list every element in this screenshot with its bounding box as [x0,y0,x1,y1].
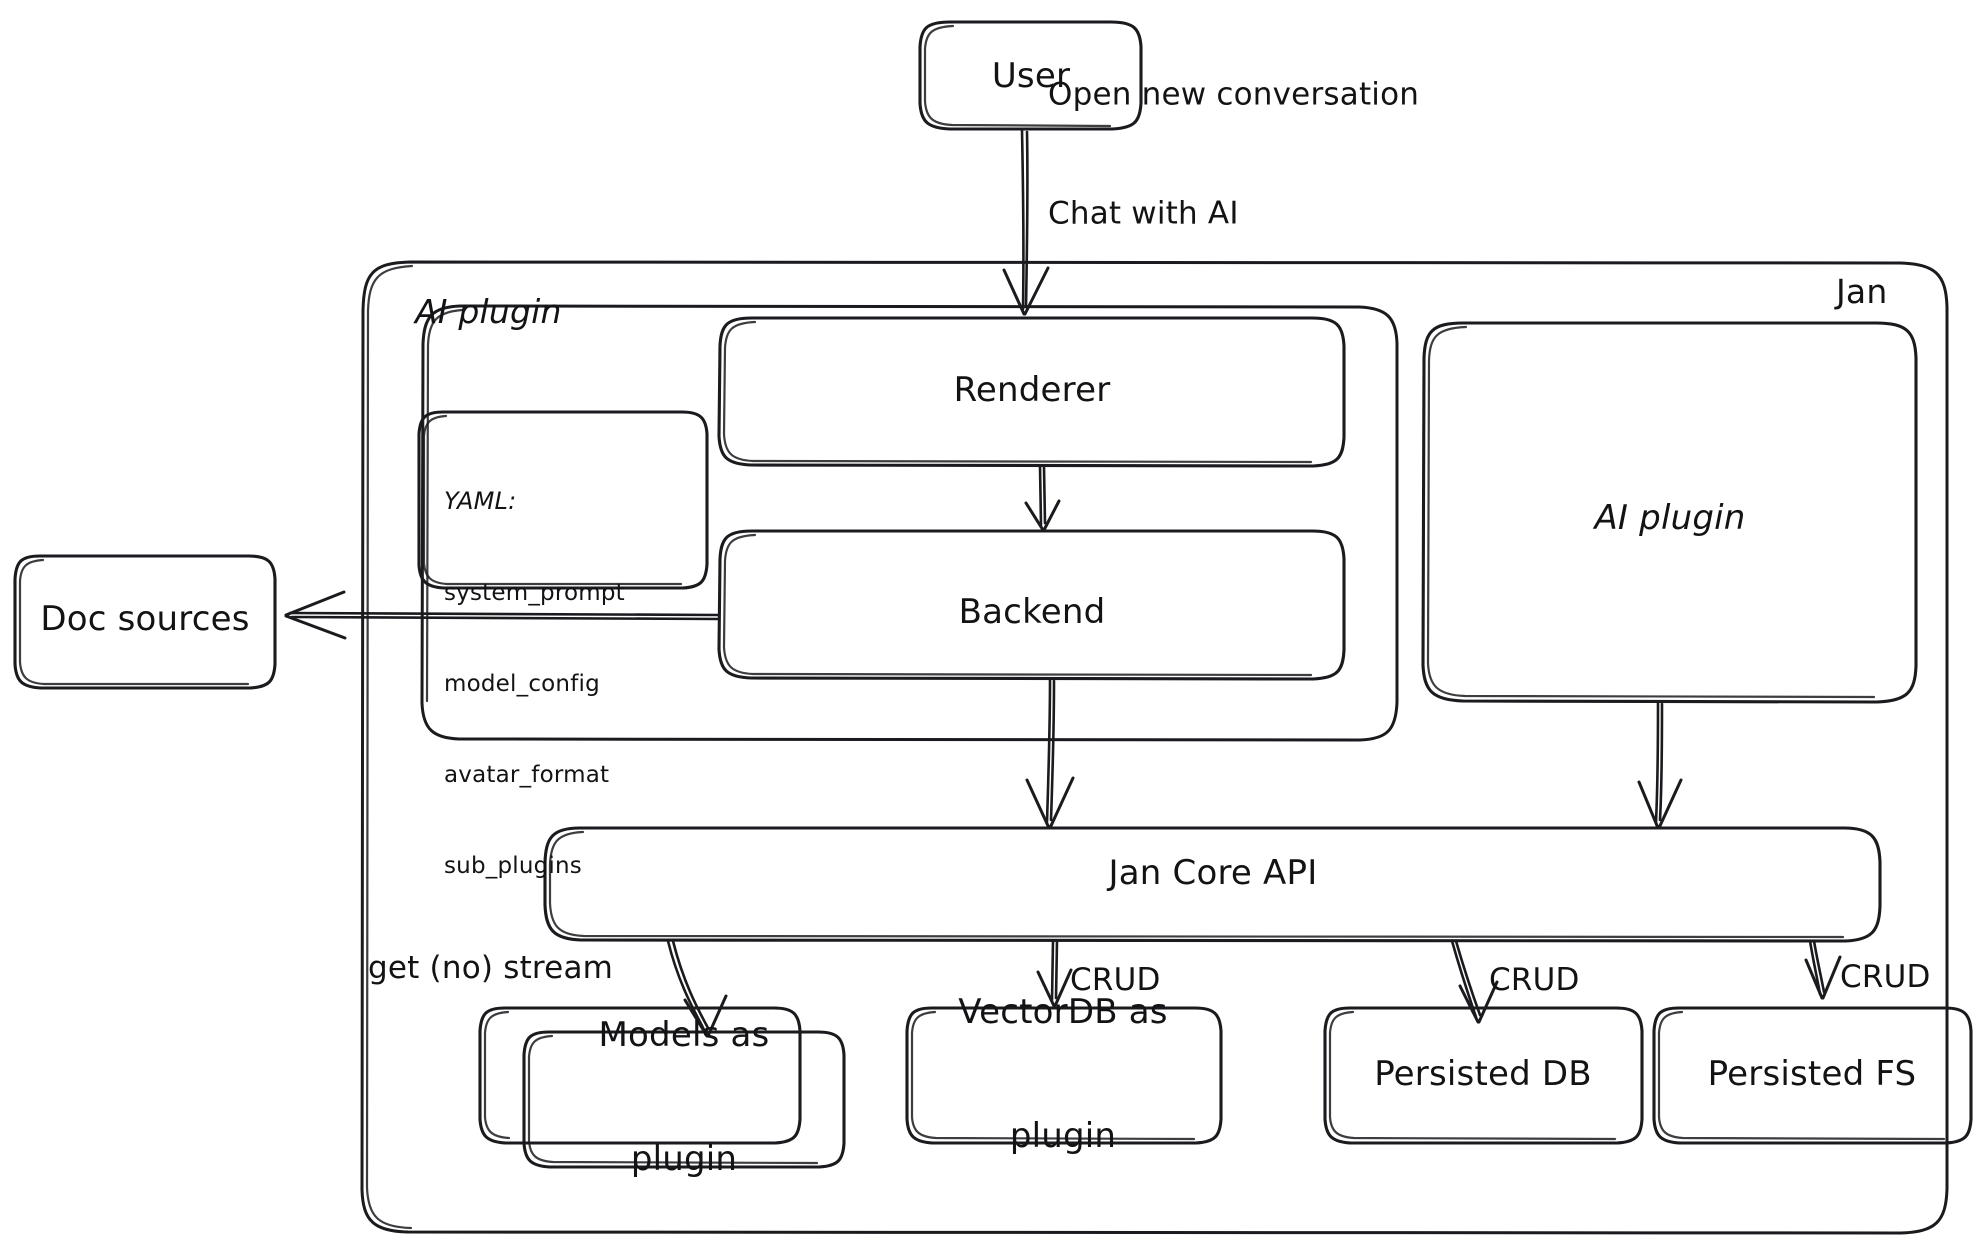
node-label-renderer: Renderer [953,370,1111,411]
yaml-card-text: YAML: system_prompt model_config avatar_… [444,425,625,942]
yaml-heading: YAML: [444,486,517,515]
vectordb-plugin-line2: plugin [1009,1116,1117,1157]
edge-user-renderer-line2: Chat with AI [1048,195,1239,232]
edge-core-to-models [666,939,728,1038]
edge-label-user-to-renderer: Open new conversation Chat with AI [1048,0,1419,314]
node-label-persisted-db: Persisted DB [1374,1054,1592,1095]
edge-core-to-persisted-db [1450,939,1499,1024]
edge-core-to-vectordb [1036,939,1073,1008]
vectordb-plugin-line1: VectorDB as [958,992,1168,1033]
edge-core-to-persisted-fs [1804,939,1842,1000]
group-ai-plugin-frame [420,304,1399,742]
node-label-ai-plugin-right: AI plugin [1594,498,1746,539]
models-plugin-line2: plugin [630,1139,738,1180]
node-persisted-fs-box[interactable] [1652,1006,1973,1145]
node-yaml-card [417,410,709,590]
node-label-doc-sources: Doc sources [40,599,250,640]
edge-ai-plugin-to-core [1637,701,1683,830]
edge-renderer-to-backend [1024,464,1061,532]
edge-backend-to-doc-sources [284,590,720,640]
edge-label-core-to-models: get (no) stream [368,950,614,987]
node-ai-plugin-right-box[interactable] [1421,321,1918,704]
edge-backend-to-core [1025,678,1075,830]
edge-label-core-to-persisted-fs: CRUD [1840,959,1931,996]
group-jan-frame [360,260,1949,1235]
node-backend-box[interactable] [717,529,1346,681]
edge-user-renderer-line1: Open new conversation [1048,76,1420,113]
yaml-item-3: sub_plugins [444,853,582,880]
node-renderer-box[interactable] [717,316,1346,468]
node-label-user: User [991,56,1071,97]
node-vectordb-plugin-box[interactable] [905,1006,1223,1145]
yaml-item-0: system_prompt [444,580,625,607]
yaml-item-2: avatar_format [444,762,610,789]
edge-user-to-renderer [1002,128,1050,316]
node-doc-sources-box[interactable] [13,554,277,690]
node-label-models-plugin: Models as plugin [599,932,770,1246]
node-persisted-db-box[interactable] [1323,1006,1644,1145]
edge-label-core-to-vectordb: CRUD [1070,962,1161,999]
node-models-plugin-box[interactable] [478,1006,846,1169]
node-label-persisted-fs: Persisted FS [1707,1054,1917,1095]
models-plugin-line1: Models as [598,1015,770,1056]
node-user-box[interactable] [918,20,1143,131]
node-jan-core-api-box[interactable] [543,826,1882,943]
node-label-backend: Backend [958,592,1106,633]
node-label-vectordb-plugin: VectorDB as plugin [958,909,1167,1241]
edge-label-core-to-persisted-db: CRUD [1489,962,1580,999]
group-label-ai-plugin: AI plugin [415,291,562,331]
group-label-jan: Jan [1836,271,1888,311]
node-label-jan-core-api: Jan Core API [1108,853,1318,894]
yaml-item-1: model_config [444,671,600,698]
